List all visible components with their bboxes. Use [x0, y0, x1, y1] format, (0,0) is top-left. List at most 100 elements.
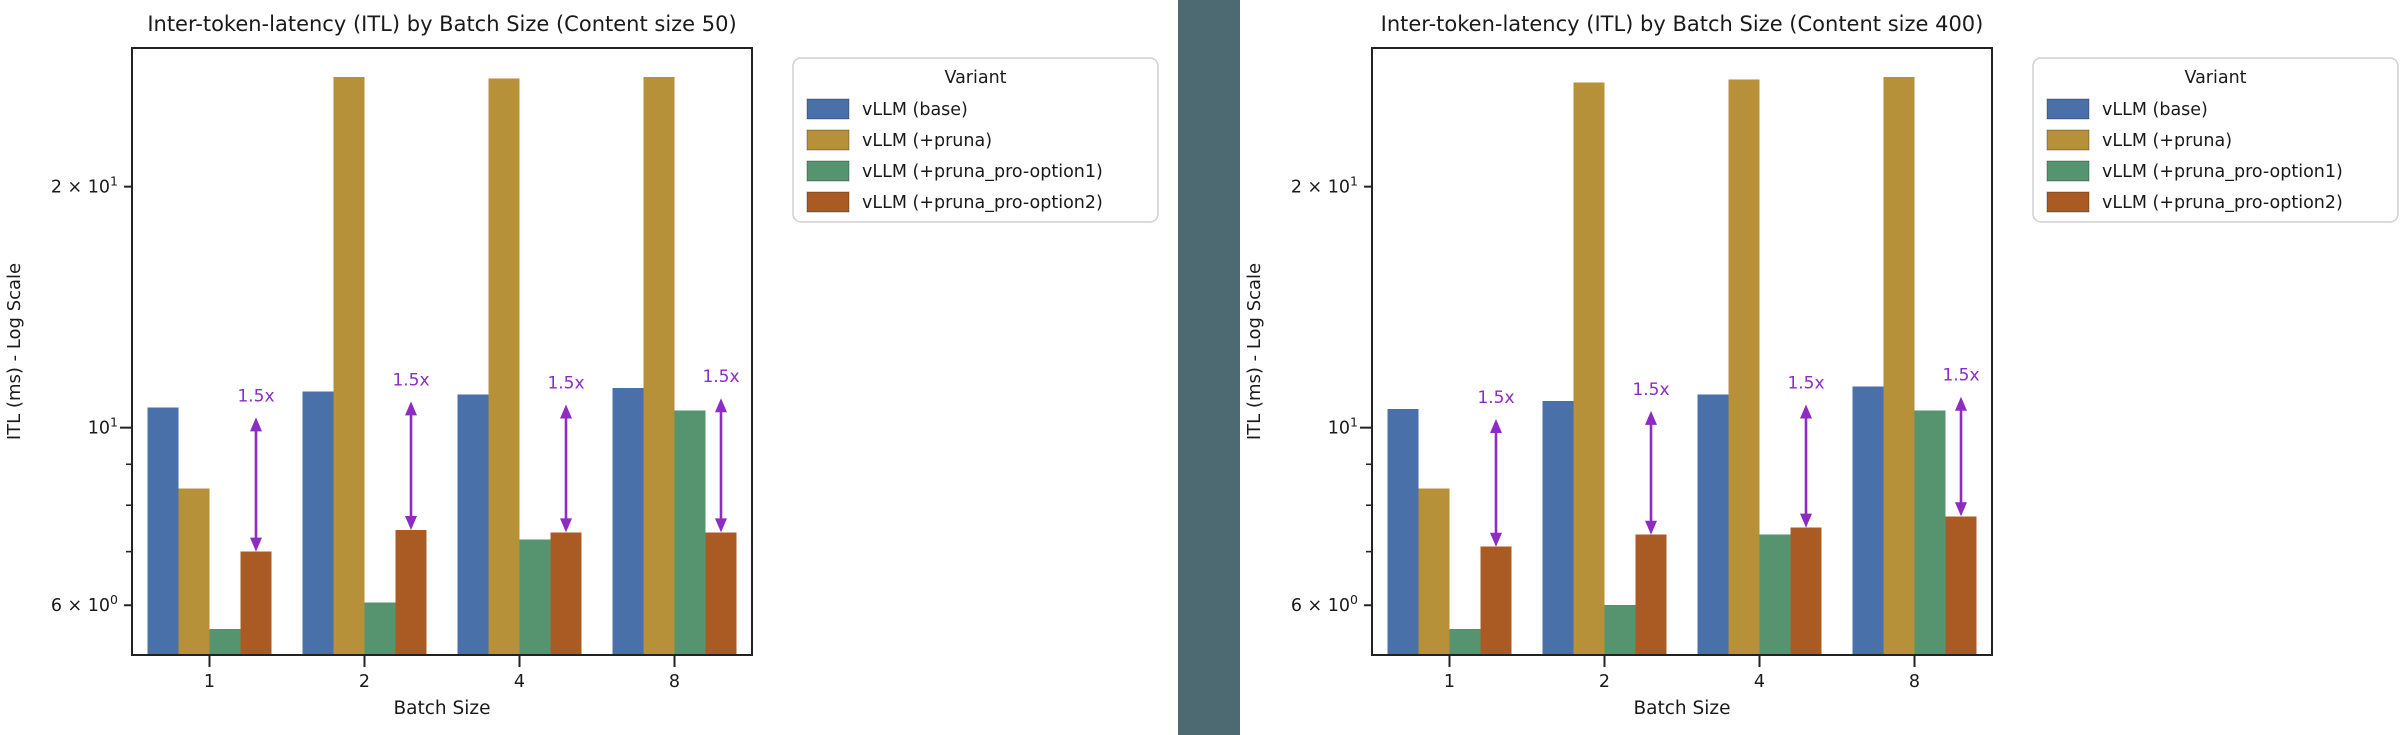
vertical-divider — [1178, 0, 1240, 735]
arrowhead-down-icon — [715, 518, 727, 533]
legend-title: Variant — [2184, 68, 2246, 88]
legend-label-series2: vLLM (+pruna) — [862, 131, 992, 151]
bar-series2-batch2 — [333, 77, 365, 655]
y-tick-exponent: 1 — [110, 174, 118, 189]
x-tick-label: 8 — [669, 672, 680, 692]
x-tick-label: 2 — [359, 672, 370, 692]
legend-swatch-series4 — [806, 191, 850, 213]
legend-label-series4: vLLM (+pruna_pro-option2) — [862, 193, 1103, 213]
legend-title: Variant — [944, 68, 1006, 88]
bar-series3-batch8 — [1914, 410, 1946, 655]
speedup-annotation-label: 1.5x — [547, 374, 584, 394]
bar-series4-batch2 — [1635, 534, 1667, 655]
bar-series2-batch8 — [1883, 77, 1915, 655]
legend-swatch-series3 — [2046, 160, 2090, 182]
legend-swatch-series2 — [2046, 129, 2090, 151]
bar-series4-batch8 — [705, 532, 737, 655]
y-tick-exponent: 1 — [110, 415, 118, 430]
legend-label-series4: vLLM (+pruna_pro-option2) — [2102, 193, 2343, 213]
bar-series2-batch8 — [643, 77, 675, 655]
bar-series2-batch4 — [488, 78, 520, 655]
bar-series1-batch8 — [612, 388, 644, 655]
chart-title: Inter-token-latency (ITL) by Batch Size … — [1381, 12, 1984, 36]
x-tick-label: 4 — [514, 672, 525, 692]
y-tick-exponent: 0 — [1350, 592, 1358, 607]
y-tick-label: 6 × 100 — [51, 592, 118, 616]
arrowhead-down-icon — [1645, 520, 1657, 535]
arrowhead-up-icon — [1955, 396, 1967, 411]
x-tick-label: 2 — [1599, 672, 1610, 692]
arrowhead-down-icon — [1800, 513, 1812, 528]
bar-series3-batch2 — [364, 602, 396, 655]
speedup-annotation-label: 1.5x — [1942, 366, 1979, 386]
y-tick-exponent: 1 — [1350, 415, 1358, 430]
bar-chart-content-size-400: Inter-token-latency (ITL) by Batch Size … — [1244, 12, 2399, 719]
bar-series4-batch8 — [1945, 516, 1977, 655]
chart-figure-content-size-400: Inter-token-latency (ITL) by Batch Size … — [1240, 0, 2408, 735]
bar-series2-batch4 — [1728, 79, 1760, 655]
bar-series1-batch1 — [1387, 409, 1419, 655]
speedup-annotation-label: 1.5x — [702, 367, 739, 387]
bar-series4-batch2 — [395, 529, 427, 655]
bar-series2-batch2 — [1573, 82, 1605, 656]
arrowhead-up-icon — [1645, 410, 1657, 425]
arrowhead-up-icon — [405, 401, 417, 416]
plot-border — [131, 47, 753, 656]
speedup-annotation-label: 1.5x — [237, 386, 274, 406]
x-tick-label: 1 — [1444, 672, 1455, 692]
bar-series2-batch1 — [178, 488, 210, 655]
legend-swatch-series4 — [2046, 191, 2090, 213]
y-tick-label: 6 × 100 — [1291, 592, 1358, 616]
bar-series4-batch1 — [240, 551, 272, 655]
bar-series1-batch1 — [147, 407, 179, 655]
plot-border — [1371, 47, 1993, 656]
bar-series3-batch4 — [519, 539, 551, 655]
arrowhead-up-icon — [560, 404, 572, 419]
y-tick-label: 101 — [88, 415, 118, 439]
legend-label-series1: vLLM (base) — [862, 100, 968, 120]
legend-swatch-series3 — [806, 160, 850, 182]
arrowhead-down-icon — [1955, 502, 1967, 517]
bar-series4-batch1 — [1480, 546, 1512, 655]
arrowhead-up-icon — [715, 398, 727, 413]
legend-label-series3: vLLM (+pruna_pro-option1) — [2102, 162, 2343, 182]
y-tick-label: 101 — [1328, 415, 1358, 439]
y-tick-label: 2 × 101 — [1291, 174, 1358, 198]
legend-label-series2: vLLM (+pruna) — [2102, 131, 2232, 151]
arrowhead-down-icon — [1490, 532, 1502, 547]
legend-swatch-series2 — [806, 129, 850, 151]
x-tick-label: 8 — [1909, 672, 1920, 692]
bar-series4-batch4 — [550, 532, 582, 655]
y-tick-exponent: 0 — [110, 592, 118, 607]
bar-series1-batch2 — [302, 391, 334, 655]
bar-series1-batch4 — [1697, 394, 1729, 655]
bar-series3-batch1 — [1449, 629, 1481, 655]
legend-label-series1: vLLM (base) — [2102, 100, 2208, 120]
bar-series3-batch1 — [209, 629, 241, 655]
chart-title: Inter-token-latency (ITL) by Batch Size … — [147, 12, 736, 36]
bar-series1-batch8 — [1852, 386, 1884, 655]
bar-series3-batch4 — [1759, 534, 1791, 655]
bar-series1-batch4 — [457, 394, 489, 655]
y-axis-label: ITL (ms) - Log Scale — [4, 263, 25, 440]
speedup-annotation-label: 1.5x — [1477, 388, 1514, 408]
arrowhead-up-icon — [1800, 404, 1812, 419]
legend-box — [792, 57, 1159, 223]
bar-series3-batch2 — [1604, 605, 1636, 655]
legend-label-series3: vLLM (+pruna_pro-option1) — [862, 162, 1103, 182]
x-axis-label: Batch Size — [1633, 698, 1730, 719]
legend-box — [2032, 57, 2399, 223]
bar-series3-batch8 — [674, 410, 706, 655]
legend-swatch-series1 — [806, 98, 850, 120]
bar-series2-batch1 — [1418, 488, 1450, 655]
y-axis-label: ITL (ms) - Log Scale — [1244, 263, 1265, 440]
x-axis-label: Batch Size — [393, 698, 490, 719]
arrowhead-down-icon — [250, 537, 262, 552]
arrowhead-up-icon — [250, 417, 262, 432]
x-tick-label: 1 — [204, 672, 215, 692]
arrowhead-down-icon — [405, 515, 417, 530]
y-tick-label: 2 × 101 — [51, 174, 118, 198]
legend-swatch-series1 — [2046, 98, 2090, 120]
x-tick-label: 4 — [1754, 672, 1765, 692]
bar-series1-batch2 — [1542, 400, 1574, 655]
